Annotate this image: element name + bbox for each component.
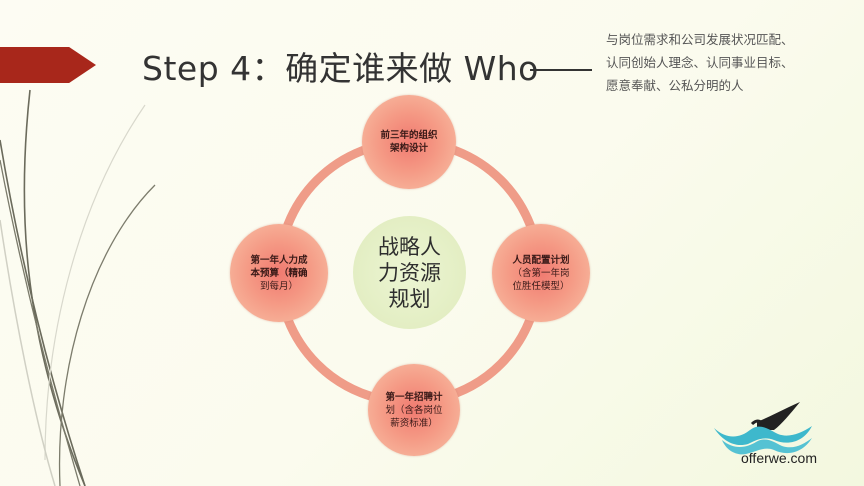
node-bottom-line: 薪资标准） [390,417,438,429]
center-line: 规划 [388,286,431,311]
node-left-line: 到每月） [259,280,298,292]
center-line: 力资源 [378,260,441,285]
node-bottom: 第一年招聘计 划（含各岗位 薪资标准） [368,364,460,456]
side-note-line: 认同创始人理念、认同事业目标、 [606,55,794,70]
page-title: Step 4：确定谁来做 Who [142,49,539,88]
side-note-line: 愿意奉献、公私分明的人 [606,78,744,93]
node-right-line: 位胜任模型） [512,280,570,292]
title-dash [530,69,592,71]
node-right: 人员配置计划 （含第一年岗 位胜任模型） [492,224,590,322]
node-top-line: 前三年的组织 [380,130,438,141]
node-bottom-line: 第一年招聘计 [385,391,443,403]
offerwe-logo-icon [714,402,812,455]
node-left-line: 本预算（精确 [250,267,308,279]
node-right-line: （含第一年岗 [512,267,570,279]
node-left: 第一年人力成 本预算（精确 到每月） [230,224,328,322]
logo-text: offerwe.com [741,450,817,466]
node-bottom-line: 划（含各岗位 [385,404,443,416]
node-right-line: 人员配置计划 [512,254,570,266]
node-top-line: 架构设计 [389,143,428,154]
center-line: 战略人 [378,234,441,259]
side-note-line: 与岗位需求和公司发展状况匹配、 [606,32,794,47]
center-node: 战略人 力资源 规划 [353,216,466,329]
node-left-line: 第一年人力成 [250,254,308,266]
side-note: 与岗位需求和公司发展状况匹配、 认同创始人理念、认同事业目标、 愿意奉献、公私分… [606,28,856,97]
node-top: 前三年的组织 架构设计 [362,95,456,189]
